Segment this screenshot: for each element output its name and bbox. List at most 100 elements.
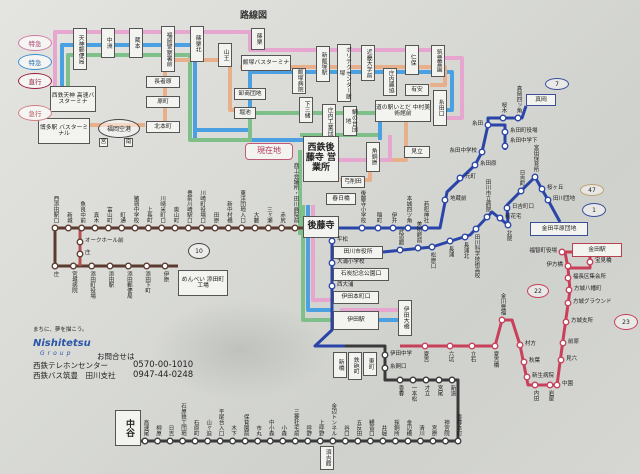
bus-stop-label: 福長区集会所: [573, 274, 607, 280]
bus-stop-label: 才立: [423, 385, 430, 396]
fukuoka-airport: 福岡空港: [98, 119, 140, 138]
bus-stop-label: 岩屋: [547, 390, 554, 401]
stop-box: 金田駅: [572, 243, 622, 257]
stop-box: 後藤寺: [303, 216, 339, 238]
bus-stop-marker: [396, 246, 404, 254]
map-title: 路線図: [240, 11, 268, 21]
bus-stop-marker: [191, 437, 199, 445]
bus-stop-marker: [531, 381, 539, 389]
bus-stop-label: 宝見橋: [595, 258, 612, 264]
bus-stop-label: 伊方橋: [546, 262, 563, 268]
bus-stop-label: 方城グラウンド: [573, 299, 612, 305]
stop-box: 金田平原団地: [530, 222, 588, 236]
bus-stop-marker: [291, 437, 299, 445]
bus-stop-label: 六坑: [447, 351, 454, 362]
route-number-22: 22: [527, 284, 549, 298]
bus-stop-marker: [76, 238, 84, 246]
stop-box: 山王: [218, 43, 232, 67]
nishitetsu-logo: Nishitetsu: [33, 338, 91, 349]
bus-stop-label: 保育園前: [242, 414, 249, 436]
bus-stop-marker: [448, 376, 456, 384]
bus-stop-marker: [404, 437, 412, 445]
bus-stop-marker: [64, 224, 72, 232]
stop-box: 田川市役所: [333, 246, 383, 259]
bus-stop-marker: [51, 262, 59, 270]
bus-stop-marker: [328, 237, 336, 245]
current-location-marker: 現在地: [245, 143, 293, 160]
bus-stop-label: 糸田: [471, 121, 483, 127]
bus-stop-label: 元町: [465, 174, 477, 180]
bus-stop-marker: [421, 342, 429, 350]
nishitetsu-logo-sub: Group: [40, 350, 74, 357]
inquiry-label: お問合せは: [97, 352, 135, 361]
stop-box: 伊田大橋: [398, 300, 412, 336]
bus-stop-marker: [516, 341, 524, 349]
stop-box: 庄内農協: [383, 68, 397, 96]
bus-stop-marker: [396, 376, 404, 384]
bus-stop-label: 添田下町: [144, 271, 151, 293]
bus-stop-label: 井堀: [380, 425, 387, 436]
bus-stop-marker: [501, 128, 509, 136]
express-band-green2: [301, 205, 333, 322]
bus-stop-label: 大藪: [252, 212, 259, 223]
bus-stop-marker: [238, 224, 246, 232]
bus-stop-marker: [229, 437, 237, 445]
bus-stop-label: 五反田: [355, 419, 362, 437]
bus-stop-marker: [484, 121, 492, 129]
bus-stop-marker: [184, 224, 192, 232]
stop-box: めんべい 添田町工場: [178, 270, 228, 296]
bus-stop-label: 福智町役場: [529, 248, 557, 254]
stop-box: 蔵本: [129, 28, 143, 58]
bus-stop-marker: [564, 262, 572, 270]
bus-stop-marker: [503, 204, 511, 212]
bus-stop-marker: [442, 437, 449, 445]
bus-stop-marker: [241, 437, 249, 445]
bus-stop-marker: [446, 342, 454, 350]
bus-stop-label: 猪嶺中学校: [132, 195, 139, 224]
bus-stop-label: 西添田駅口: [52, 195, 59, 224]
bus-stop-marker: [446, 237, 454, 245]
bus-stop-label: 平尾台入口: [217, 408, 224, 437]
bus-stop-label: 上長町: [145, 206, 152, 224]
bus-stop-label: 観音口: [367, 419, 374, 437]
legend-express: 急行: [18, 105, 52, 121]
bus-stop-label: 本城四ツ角: [405, 195, 412, 224]
bus-stop-label: 一本松: [410, 385, 417, 402]
bus-stop-label: 庄: [52, 271, 59, 277]
bus-stop-label: 新生病院: [532, 373, 555, 379]
bus-stop-label: 呼野: [305, 425, 312, 436]
bus-stop-label: 夏吉: [422, 351, 429, 362]
bus-stop-marker: [564, 274, 572, 282]
bus-stop-marker: [389, 224, 397, 232]
bus-stop-marker: [179, 437, 187, 445]
stop-box: 原町: [146, 96, 180, 108]
bus-stop-label: 若松神社: [422, 201, 429, 223]
bus-stop-label: 長浦: [447, 246, 454, 257]
bus-stop-marker: [254, 437, 262, 445]
bus-stop-label: 金辺トンネル: [330, 403, 337, 436]
bus-stop-marker: [562, 318, 570, 326]
bus-stop-label: 高速尾: [142, 419, 149, 437]
bus-stop-label: 伊田中学: [390, 351, 413, 357]
bus-stop-marker: [564, 299, 572, 307]
stop-box: 鯛の台団地: [343, 106, 357, 136]
stop-box: 糸田口: [433, 90, 447, 126]
bus-stop-label: 添田郵便局: [125, 271, 132, 299]
stop-box: 新橋: [333, 352, 347, 378]
bus-stop-label: 上呼野: [317, 419, 324, 437]
bus-stop-label: 長浦北: [462, 242, 469, 259]
bus-stop-label: 山ヶ迫: [205, 419, 212, 437]
bus-stop-label: 方城支所: [571, 318, 594, 324]
bus-stop-label: 金辺橋: [405, 419, 412, 437]
bus-stop-label: 伊原: [162, 271, 169, 282]
bus-stop-label: 川崎米町口: [159, 195, 166, 224]
route-number-23: 23: [614, 314, 638, 330]
bus-stop-marker: [316, 437, 324, 445]
stop-box: 飯塚病院: [292, 68, 306, 94]
bus-stop-marker: [461, 233, 469, 241]
bus-stop-marker: [498, 316, 506, 324]
bus-stop-marker: [216, 437, 224, 445]
stop-box: 下三緒: [299, 97, 313, 123]
bus-stop-label: 三ヶ瀬: [265, 206, 272, 224]
bus-stop-label: 小森: [280, 425, 287, 436]
